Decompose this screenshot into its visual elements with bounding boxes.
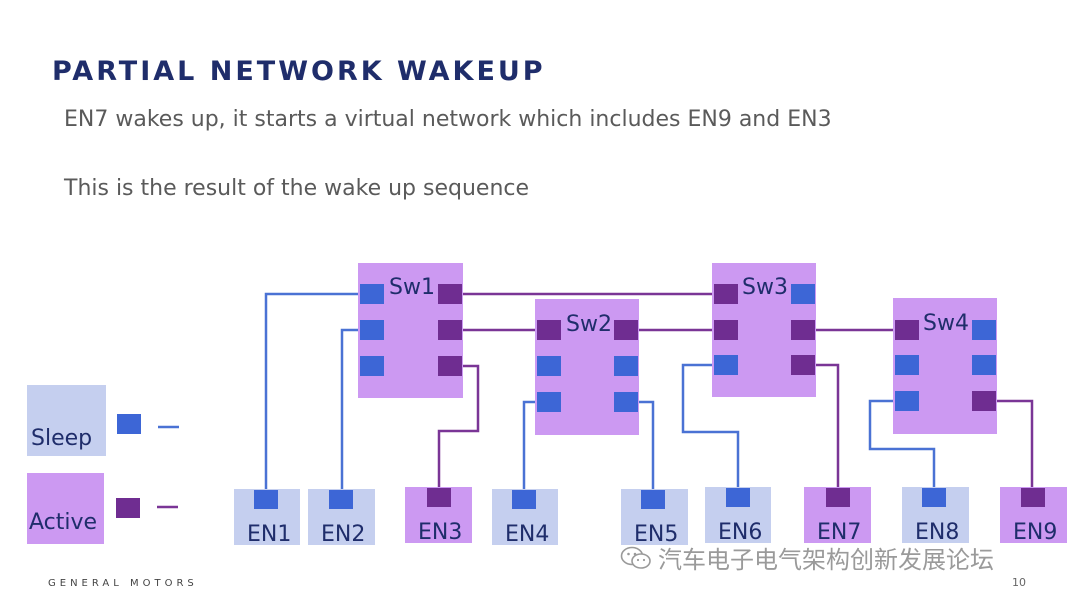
legend-sleep-label: Sleep xyxy=(31,426,92,451)
link-sw4-en8 xyxy=(868,399,936,498)
link-sw3-en6 xyxy=(681,363,740,498)
switch-sw4-label: Sw4 xyxy=(923,311,969,336)
port xyxy=(614,392,638,412)
legend-sleep-port xyxy=(117,414,141,434)
node-en5-label: EN5 xyxy=(634,522,678,547)
port xyxy=(360,284,384,304)
node-en2-label: EN2 xyxy=(321,522,365,547)
port xyxy=(826,488,850,507)
switch-sw1: Sw1 xyxy=(358,263,463,398)
page-number: 10 xyxy=(1012,576,1026,589)
wechat-icon xyxy=(620,546,651,569)
port xyxy=(895,320,919,340)
node-en7-label: EN7 xyxy=(817,520,861,545)
switch-sw3: Sw3 xyxy=(712,263,816,397)
port xyxy=(537,356,561,376)
node-en1: EN1 xyxy=(234,489,300,547)
port xyxy=(791,355,815,375)
switch-sw3-label: Sw3 xyxy=(742,275,788,300)
port xyxy=(726,488,750,507)
port xyxy=(360,320,384,340)
node-en9-label: EN9 xyxy=(1013,520,1057,545)
link-sw1-en1 xyxy=(264,292,372,498)
subtitle-line-1: EN7 wakes up, it starts a virtual networ… xyxy=(64,107,832,132)
node-en4: EN4 xyxy=(492,489,558,547)
legend-sleep: Sleep xyxy=(27,385,179,456)
port xyxy=(537,392,561,412)
port xyxy=(254,490,278,509)
node-en6: EN6 xyxy=(705,487,771,545)
port xyxy=(791,320,815,340)
port xyxy=(537,320,561,340)
node-en6-label: EN6 xyxy=(718,520,762,545)
port xyxy=(972,320,996,340)
port xyxy=(438,284,462,304)
legend: Sleep Active xyxy=(27,385,179,544)
port xyxy=(438,320,462,340)
node-en3-label: EN3 xyxy=(418,520,462,545)
node-en7: EN7 xyxy=(804,487,871,545)
port xyxy=(329,490,353,509)
subtitle-line-2: This is the result of the wake up sequen… xyxy=(64,176,530,201)
page-title: PARTIAL NETWORK WAKEUP xyxy=(52,56,546,87)
port xyxy=(614,320,638,340)
footer-brand: GENERAL MOTORS xyxy=(48,578,198,589)
port xyxy=(641,490,665,509)
port xyxy=(895,391,919,411)
link-sw4-en9 xyxy=(985,399,1034,498)
switch-sw2-label: Sw2 xyxy=(566,312,612,337)
switch-sw1-label: Sw1 xyxy=(389,275,435,300)
node-en8: EN8 xyxy=(902,487,969,545)
port xyxy=(714,320,738,340)
port xyxy=(614,356,638,376)
node-en3: EN3 xyxy=(405,487,472,545)
legend-active: Active xyxy=(27,473,178,544)
node-en2: EN2 xyxy=(308,489,375,547)
port xyxy=(427,488,451,507)
legend-active-label: Active xyxy=(29,510,97,535)
node-en1-label: EN1 xyxy=(247,522,291,547)
port xyxy=(972,355,996,375)
node-en5: EN5 xyxy=(621,489,688,547)
port xyxy=(360,356,384,376)
port xyxy=(714,284,738,304)
port xyxy=(512,490,536,509)
port xyxy=(791,284,815,304)
port xyxy=(972,391,996,411)
legend-active-port xyxy=(116,498,140,518)
node-en8-label: EN8 xyxy=(915,520,959,545)
port xyxy=(922,488,946,507)
watermark: 汽车电子电气架构创新发展论坛 xyxy=(620,540,994,575)
port xyxy=(1021,488,1045,507)
watermark-text: 汽车电子电气架构创新发展论坛 xyxy=(658,546,994,574)
port xyxy=(714,355,738,375)
port xyxy=(438,356,462,376)
node-en4-label: EN4 xyxy=(505,522,549,547)
switch-sw4: Sw4 xyxy=(893,298,997,434)
node-en9: EN9 xyxy=(1000,487,1067,545)
port xyxy=(895,355,919,375)
switch-sw2: Sw2 xyxy=(535,299,639,435)
link-sw1-en3 xyxy=(437,364,480,498)
